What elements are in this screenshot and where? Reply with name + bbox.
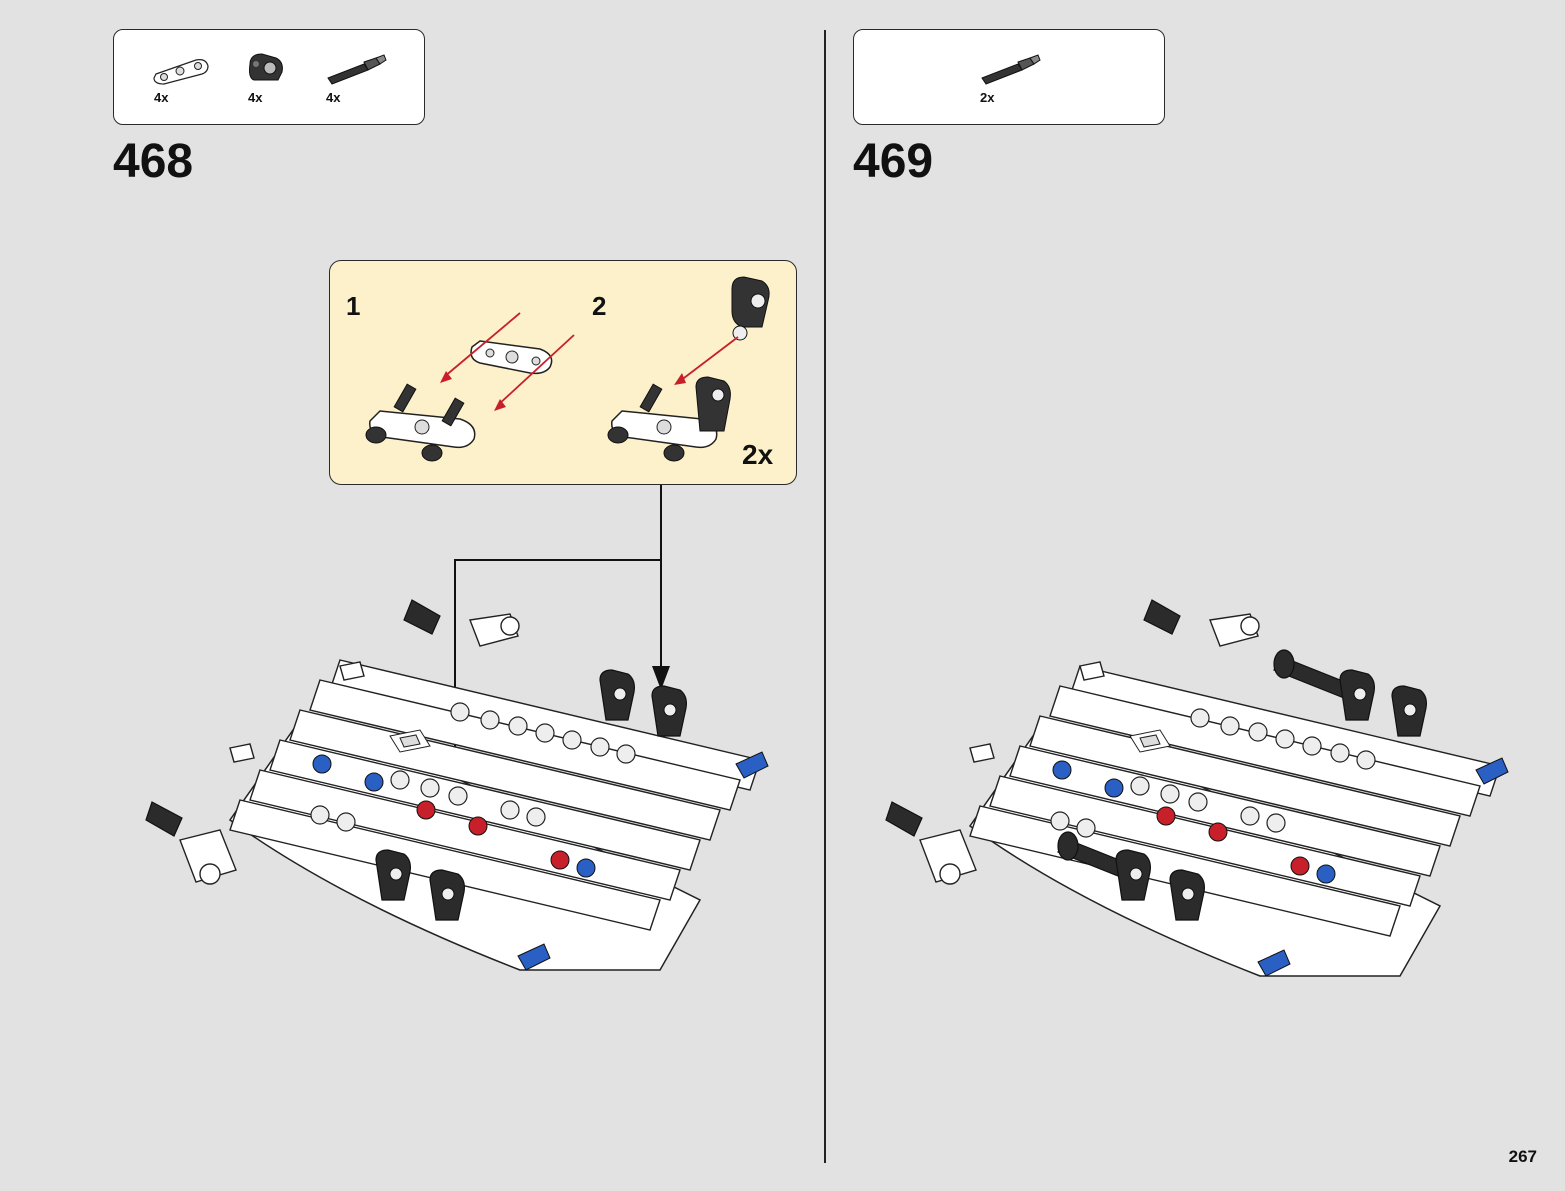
page-number: 267 [1508,1147,1537,1166]
step-number-469: 469 [853,135,934,188]
axle-pin-with-friction-black-icon [327,54,387,85]
step-divider [824,30,826,1163]
model-illustration-468 [145,599,769,971]
substep-number-1: 1 [346,291,361,321]
part-pin-connector: 4x [244,50,288,105]
part-axle-pin: 2x [978,52,1042,105]
part-qty: 4x [154,90,169,105]
substep-1-illustration [365,312,575,462]
substep-2-illustration [607,276,770,462]
part-beam-connector: 4x [150,52,212,105]
beam-3-connector-white-icon [153,59,209,85]
axle-pin-black-icon [981,54,1041,85]
part-qty: 4x [326,90,341,105]
parts-list-468: 4x 4x 4x [113,29,425,125]
part-axle-pin: 4x [324,52,388,105]
substep-number-2: 2 [592,291,607,321]
part-qty: 4x [248,90,263,105]
part-qty: 2x [980,90,995,105]
parts-list-469: 2x [853,29,1165,125]
subassembly-multiplier: 2x [742,439,774,470]
subassembly-callout: 1 2 2x [329,260,797,485]
model-illustration-469 [885,599,1509,977]
step-number-468: 468 [113,135,194,188]
axle-pin-connector-black-icon [249,53,283,81]
